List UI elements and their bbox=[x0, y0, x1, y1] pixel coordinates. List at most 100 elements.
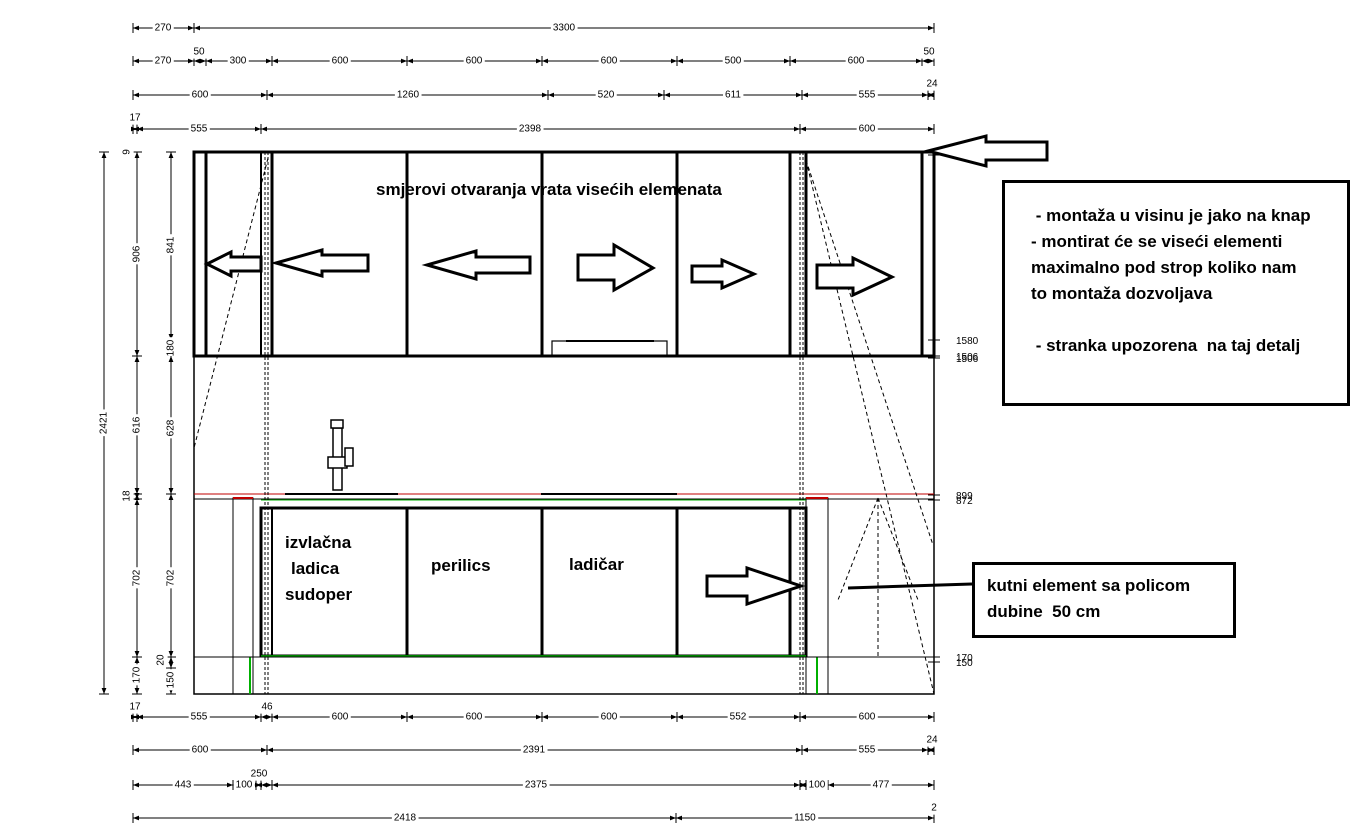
dimension-label-bg bbox=[516, 122, 544, 136]
dimension-label-bg bbox=[856, 743, 878, 757]
mounting-note-line: - stranka upozorena na taj detalj bbox=[1031, 336, 1301, 355]
dimension-label-bg bbox=[845, 54, 867, 68]
base-2-label: perilics bbox=[431, 556, 491, 575]
dimension-label: 600 bbox=[848, 56, 865, 67]
dimension-label: 477 bbox=[873, 780, 890, 791]
dimension-label-bg bbox=[806, 778, 828, 792]
dimension-label: 600 bbox=[332, 56, 349, 67]
dimension-label-bg bbox=[191, 45, 207, 59]
level-label: 170 bbox=[956, 653, 973, 664]
mounting-note-line: maximalno pod strop koliko nam bbox=[1031, 258, 1297, 277]
dimension-label: 17 bbox=[129, 702, 141, 713]
dimension-label-bg bbox=[259, 700, 275, 714]
dimension-label-bg bbox=[154, 652, 168, 668]
arrow-right-icon bbox=[576, 242, 657, 293]
dimension-label-bg bbox=[924, 77, 940, 91]
level-label: 899 bbox=[956, 491, 973, 502]
dimension-label: 443 bbox=[175, 780, 192, 791]
dimension-label-bg bbox=[130, 567, 144, 589]
dimension-label-bg bbox=[723, 88, 744, 102]
arrow-right-icon bbox=[705, 565, 806, 607]
dimension-label: 50 bbox=[193, 47, 205, 58]
dimension-label: 250 bbox=[251, 769, 268, 780]
dimension-label-bg bbox=[520, 743, 548, 757]
dimension-label-bg bbox=[248, 767, 270, 781]
arrow-right-icon bbox=[815, 255, 896, 298]
dimension-label: 555 bbox=[191, 124, 208, 135]
dimension-label: 50 bbox=[923, 47, 935, 58]
dimension-label: 2421 bbox=[99, 411, 110, 434]
dimension-label-bg bbox=[130, 414, 144, 436]
dimension-label-bg bbox=[792, 811, 819, 825]
dimension-label: 600 bbox=[332, 712, 349, 723]
mounting-note-line bbox=[1031, 307, 1347, 333]
dimension-label: 600 bbox=[466, 56, 483, 67]
base-1-label-line1: izvlačna bbox=[285, 533, 352, 552]
dimension-label: 24 bbox=[926, 735, 938, 746]
dimension-label-bg bbox=[120, 488, 134, 504]
dimension-label: 600 bbox=[601, 56, 618, 67]
dimension-label: 150 bbox=[166, 671, 177, 688]
dimension-label-bg bbox=[856, 88, 878, 102]
dimension-label: 1150 bbox=[794, 813, 816, 824]
level-label: 1506 bbox=[956, 354, 979, 365]
dimension-label: 2391 bbox=[523, 745, 546, 756]
dimension-label-bg bbox=[152, 54, 174, 68]
dimension-label: 702 bbox=[166, 569, 177, 586]
mounting-note-line: - montaža u visinu je jako na knap bbox=[1031, 206, 1311, 225]
corner-unit-note: kutni element sa policom dubine 50 cm bbox=[972, 562, 1236, 638]
leader-line bbox=[847, 582, 973, 590]
dimension-label: 180 bbox=[166, 339, 177, 356]
dimension-label: 600 bbox=[192, 90, 209, 101]
dimension-label: 555 bbox=[859, 745, 876, 756]
dimension-label: 270 bbox=[155, 23, 172, 34]
dimension-label: 600 bbox=[466, 712, 483, 723]
dimension-label: 100 bbox=[236, 780, 253, 791]
dimension-label-bg bbox=[188, 710, 210, 724]
base-1-label-line2: ladica bbox=[291, 559, 340, 578]
arrow-left-icon bbox=[922, 134, 1049, 168]
dimension-label: 500 bbox=[725, 56, 742, 67]
dimension-label-bg bbox=[130, 664, 144, 686]
dimension-label-bg bbox=[722, 54, 744, 68]
dimension-label: 600 bbox=[859, 712, 876, 723]
dimension-label-bg bbox=[127, 111, 143, 125]
arrow-left-icon bbox=[270, 248, 370, 278]
dimension-label-bg bbox=[189, 88, 211, 102]
dimension-label: 9 bbox=[122, 149, 133, 155]
arrow-left-icon bbox=[421, 249, 532, 281]
dimension-label: 600 bbox=[859, 124, 876, 135]
dimension-label-bg bbox=[391, 811, 419, 825]
dimension-label-bg bbox=[227, 54, 249, 68]
dimension-label: 702 bbox=[132, 569, 143, 586]
dimension-label-bg bbox=[598, 710, 620, 724]
dimension-label-bg bbox=[924, 733, 940, 747]
dimension-label-bg bbox=[189, 743, 211, 757]
base-1-label-line3: sudoper bbox=[285, 585, 352, 604]
dimension-label-bg bbox=[856, 122, 878, 136]
dimension-label-bg bbox=[120, 146, 134, 157]
dimension-label-bg bbox=[921, 45, 937, 59]
dimension-label: 1260 bbox=[397, 90, 420, 101]
base-3-label: ladičar bbox=[569, 555, 624, 574]
dimension-label-bg bbox=[164, 417, 178, 439]
dimension-label: 841 bbox=[166, 236, 177, 253]
dimension-label-bg bbox=[929, 801, 940, 815]
dimension-label-bg bbox=[164, 337, 178, 359]
dimension-label-bg bbox=[127, 700, 143, 714]
dimension-label-bg bbox=[463, 54, 485, 68]
dimension-label: 3300 bbox=[553, 23, 576, 34]
dimension-label: 2375 bbox=[525, 780, 548, 791]
cabinet-frame bbox=[192, 150, 936, 695]
corner-note-line: dubine 50 cm bbox=[987, 602, 1101, 621]
dimension-label-bg bbox=[164, 669, 178, 691]
dimension-label-bg bbox=[394, 88, 422, 102]
dimension-label-bg bbox=[233, 778, 255, 792]
dimension-label: 17 bbox=[129, 113, 141, 124]
dimension-label-bg bbox=[164, 567, 178, 589]
dimension-label: 555 bbox=[859, 90, 876, 101]
dimension-label: 46 bbox=[261, 702, 273, 713]
faucet-icon bbox=[327, 419, 354, 491]
